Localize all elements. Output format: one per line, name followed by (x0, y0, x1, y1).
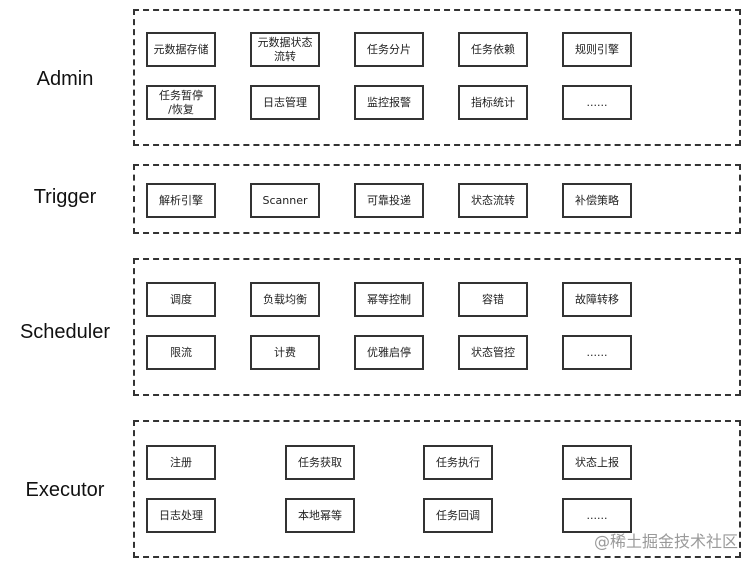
component-box: 本地幂等 (285, 498, 355, 533)
component-box: 状态上报 (562, 445, 632, 480)
component-box: 监控报警 (354, 85, 424, 120)
component-box: 任务获取 (285, 445, 355, 480)
component-box: 任务分片 (354, 32, 424, 67)
component-box: 任务回调 (423, 498, 493, 533)
component-box: 补偿策略 (562, 183, 632, 218)
layer-label-executor: Executor (25, 479, 105, 501)
component-box: 元数据存储 (146, 32, 216, 67)
component-box: 日志处理 (146, 498, 216, 533)
component-box: 状态管控 (458, 335, 528, 370)
component-box: 负载均衡 (250, 282, 320, 317)
component-box: 任务执行 (423, 445, 493, 480)
component-box: ...... (562, 335, 632, 370)
layer-group-scheduler (133, 258, 741, 396)
component-box: 规则引擎 (562, 32, 632, 67)
component-box: 限流 (146, 335, 216, 370)
component-box: 任务依赖 (458, 32, 528, 67)
component-box: 解析引擎 (146, 183, 216, 218)
layer-group-executor (133, 420, 741, 558)
component-box: 日志管理 (250, 85, 320, 120)
component-box: 幂等控制 (354, 282, 424, 317)
component-box: 调度 (146, 282, 216, 317)
layer-label-scheduler: Scheduler (19, 321, 111, 343)
component-box: 任务暂停 /恢复 (146, 85, 216, 120)
component-box: ...... (562, 85, 632, 120)
component-box: 状态流转 (458, 183, 528, 218)
layer-label-trigger: Trigger (33, 186, 97, 208)
watermark: @稀土掘金技术社区 (593, 532, 738, 551)
layer-group-admin (133, 9, 741, 146)
component-box: 可靠投递 (354, 183, 424, 218)
component-box: ...... (562, 498, 632, 533)
component-box: 元数据状态 流转 (250, 32, 320, 67)
component-box: 容错 (458, 282, 528, 317)
component-box: 注册 (146, 445, 216, 480)
component-box: 计费 (250, 335, 320, 370)
component-box: 指标统计 (458, 85, 528, 120)
layer-label-admin: Admin (36, 68, 94, 90)
component-box: 故障转移 (562, 282, 632, 317)
component-box: Scanner (250, 183, 320, 218)
component-box: 优雅启停 (354, 335, 424, 370)
layer-group-trigger (133, 164, 741, 234)
